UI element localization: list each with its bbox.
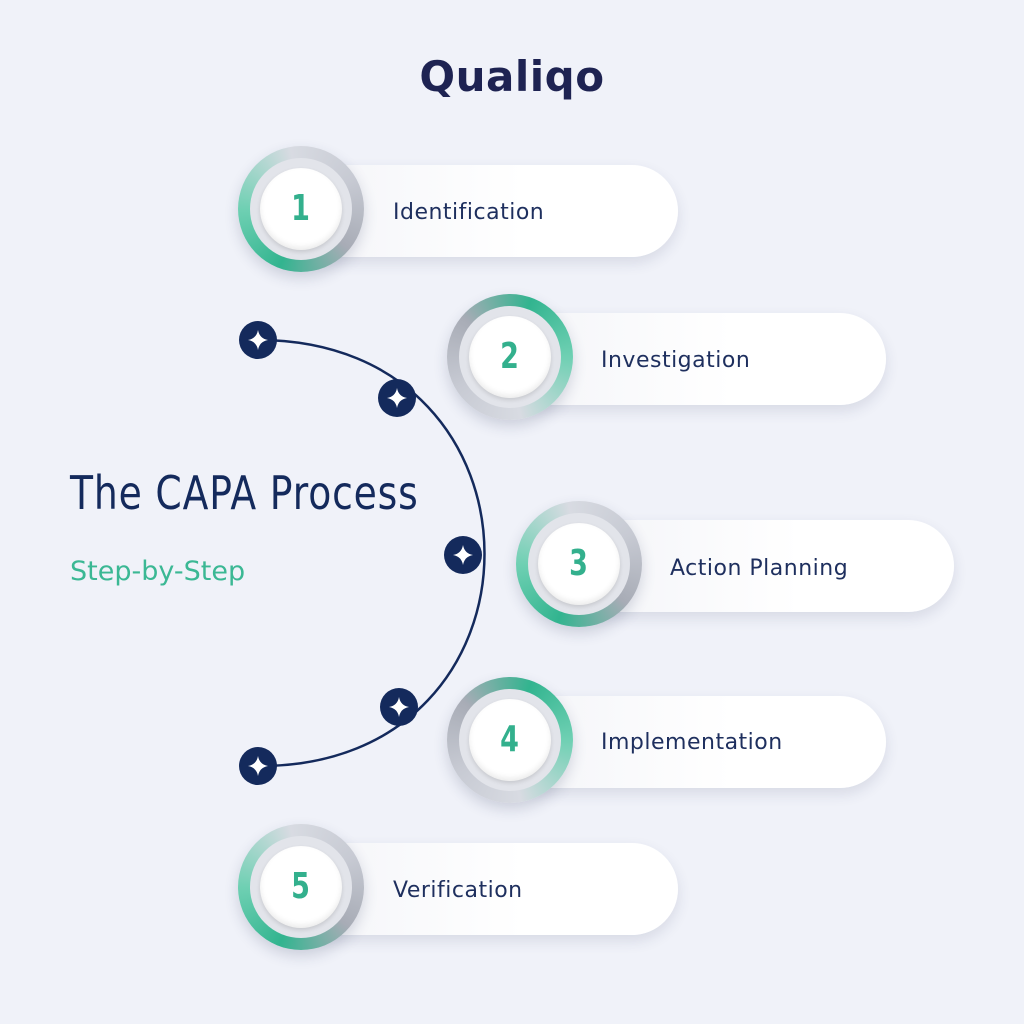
step-3-number: 3 (538, 523, 620, 605)
arc-marker-4 (380, 688, 418, 726)
step-1-label: Identification (393, 200, 545, 225)
step-2-badge: 2 (447, 294, 573, 420)
brand-logo: Qualiqo (0, 52, 1024, 101)
step-4-badge: 4 (447, 677, 573, 803)
step-5-number: 5 (260, 846, 342, 928)
step-4-number: 4 (469, 699, 551, 781)
arc-marker-1 (239, 321, 277, 359)
arc-marker-3 (444, 536, 482, 574)
arc-line (257, 338, 486, 768)
brand-wordmark: Qualiqo (419, 52, 605, 101)
sparkle-icon (453, 545, 473, 565)
sparkle-icon (387, 388, 407, 408)
step-3-badge: 3 (516, 501, 642, 627)
sparkle-icon (248, 756, 268, 776)
step-5-badge: 5 (238, 824, 364, 950)
sparkle-icon (248, 330, 268, 350)
step-2-number: 2 (469, 316, 551, 398)
arc-marker-5 (239, 747, 277, 785)
sparkle-icon (389, 697, 409, 717)
step-1-badge: 1 (238, 146, 364, 272)
arc-marker-2 (378, 379, 416, 417)
step-5-label: Verification (393, 878, 523, 903)
step-1-number: 1 (260, 168, 342, 250)
page-subtitle: Step-by-Step (70, 556, 246, 587)
page-title: The CAPA Process (70, 466, 419, 520)
step-2-label: Investigation (601, 348, 751, 373)
step-3-label: Action Planning (670, 556, 849, 581)
step-4-label: Implementation (601, 730, 783, 755)
